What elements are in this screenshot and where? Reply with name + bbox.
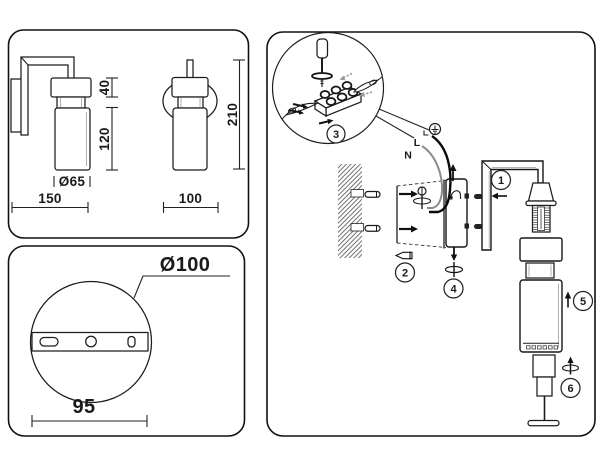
terminal-block <box>313 81 363 118</box>
dimension-120: 120 <box>97 106 118 171</box>
lamp-head-front <box>171 76 209 98</box>
magnifier-circle <box>271 31 385 145</box>
neutral-wire-label: N <box>404 150 412 162</box>
junction-detail-magnifier: 3 <box>271 31 385 145</box>
wall-bracket <box>481 160 544 251</box>
panel-installation: 3 <box>266 31 596 437</box>
mounting-slot-hole <box>39 336 59 347</box>
lamp-head-cap <box>519 237 563 262</box>
arm-stem-front <box>186 59 194 79</box>
bracket-arm-side <box>20 56 75 136</box>
step-3-badge: 3 <box>326 124 346 144</box>
lamp-neck-side <box>56 96 86 109</box>
lamp-shade-front <box>172 107 208 171</box>
step-6-number: 6 <box>567 383 573 395</box>
wall-hatch <box>338 164 364 258</box>
step-5-group: 5 <box>564 290 594 312</box>
diameter-leader-line <box>133 275 230 299</box>
mounting-small-hole <box>127 335 136 348</box>
lamp-head-side <box>50 77 92 98</box>
step-2-group: 2 <box>394 251 416 283</box>
arm-chamfer <box>20 56 29 66</box>
dimension-95: 95 <box>31 396 148 427</box>
panel-dimensions: 40 120 Ø65 150 210 100 <box>7 29 250 239</box>
terminal-screws <box>319 81 359 106</box>
dimension-150: 150 <box>11 191 89 213</box>
mounting-plate <box>396 179 447 249</box>
dim-arm-length-label: 150 <box>38 191 61 206</box>
panel-base-plate: Ø100 95 <box>7 245 246 437</box>
neutral-wire <box>421 145 444 209</box>
step-2-number: 2 <box>402 267 408 279</box>
plate-screw-rotate-icon <box>412 186 432 209</box>
lamp-body <box>519 237 563 353</box>
step-5-badge <box>572 290 594 312</box>
lamp-neck-front <box>177 96 204 109</box>
ground-icon <box>428 122 442 136</box>
magnifier-leader-2 <box>378 108 430 131</box>
lamp-side-view <box>10 56 92 171</box>
dim-shade-diameter-label: Ø65 <box>59 174 86 189</box>
dimension-100: 100 <box>162 191 219 213</box>
dim-shade-height-label: 120 <box>97 127 112 150</box>
insert-arrows-gray <box>339 72 373 97</box>
socket-assembly <box>525 182 557 233</box>
wire-terminal-hook <box>423 130 429 136</box>
dim-front-width-label: 100 <box>179 191 202 206</box>
dim-total-height-label: 210 <box>225 103 240 126</box>
dim-hole-spacing-label: 95 <box>72 396 95 418</box>
step-5-number: 5 <box>580 296 586 308</box>
step-1-number: 1 <box>498 175 504 187</box>
bracket-slide-arrow <box>491 192 507 200</box>
screwdriver-icon <box>316 38 329 73</box>
cover-screws <box>474 194 483 229</box>
lamp-shade-side <box>54 107 91 171</box>
step-4-group: 4 <box>443 246 464 299</box>
step-3-number: 3 <box>333 129 339 141</box>
ground-lug <box>449 196 453 200</box>
dimension-210: 210 <box>225 59 245 170</box>
drill-hole-top <box>350 189 364 198</box>
live-wire-label: L <box>414 137 421 149</box>
mounting-plate-face <box>397 179 444 249</box>
dim-plate-diameter-label: Ø100 <box>160 254 211 276</box>
wall-section <box>338 164 362 258</box>
live-wire <box>429 135 452 214</box>
step-6-badge <box>560 377 581 399</box>
screw-and-washer-icon <box>311 72 333 87</box>
canopy-cover <box>445 178 469 248</box>
step-1-badge: 1 <box>490 169 512 191</box>
drill-hole-bottom <box>350 223 364 232</box>
step-4-number: 4 <box>450 283 457 295</box>
lamp-shade <box>519 279 563 353</box>
cover-post-bottom <box>464 223 469 229</box>
unscrew-arrow <box>394 251 413 260</box>
step-2-badge <box>394 262 416 283</box>
rotate-screw-icon <box>444 265 464 274</box>
magnifier-leader-1 <box>375 115 415 139</box>
rotate-bulb-icon <box>561 364 580 372</box>
dim-head-height-label: 40 <box>97 80 112 96</box>
cover-post-top <box>464 193 469 199</box>
shade-knurl <box>526 345 558 350</box>
insert-arrows-black <box>288 103 334 125</box>
bulb-bar <box>527 419 560 427</box>
wall-anchor-screws <box>364 190 381 232</box>
lamp-neck <box>525 262 555 279</box>
dimension-40: 40 <box>97 77 118 98</box>
ground-hook <box>450 190 462 199</box>
lamp-front-view <box>162 59 218 171</box>
mounting-center-hole <box>85 335 97 348</box>
step-4-badge <box>443 278 464 299</box>
plate-fix-arrows <box>399 190 418 233</box>
bulb-unit <box>527 354 560 427</box>
cover-lift-arrow <box>449 164 457 181</box>
bracket-chamfer <box>481 160 492 170</box>
step-6-group: 6 <box>560 356 581 399</box>
wire-end-right <box>352 76 383 93</box>
dimension-d65: Ø65 <box>53 174 91 189</box>
